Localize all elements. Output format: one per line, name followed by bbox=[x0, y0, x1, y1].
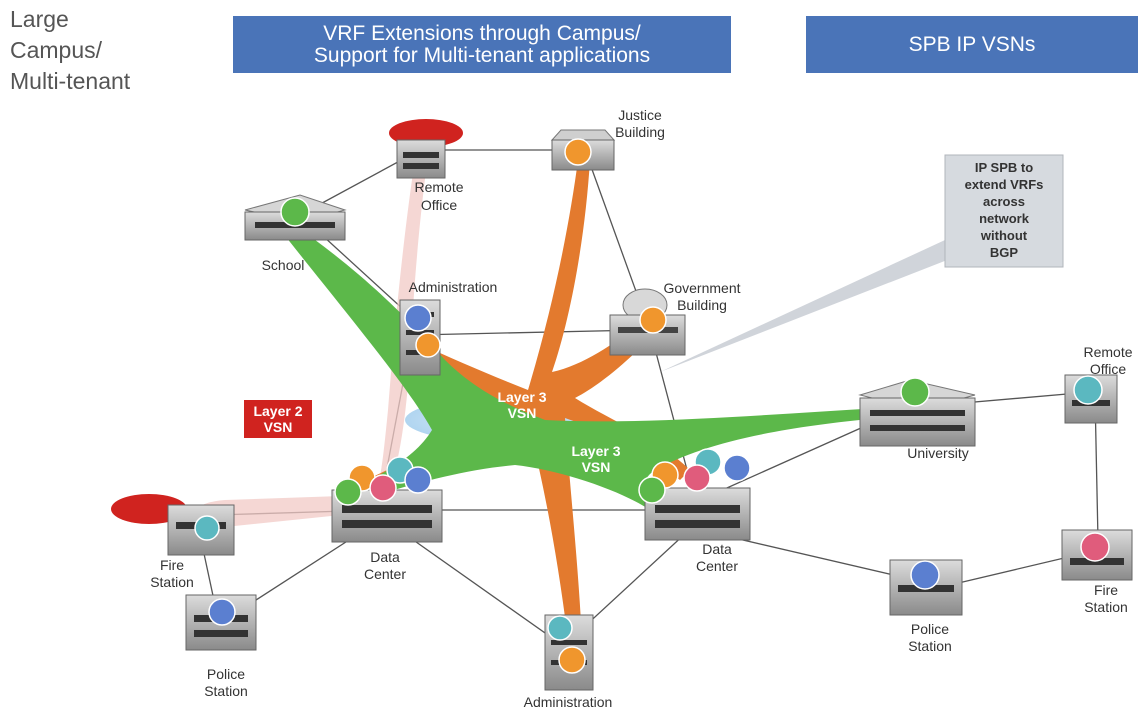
label-fire-left: Station bbox=[150, 574, 194, 590]
label-justice: Building bbox=[615, 124, 665, 140]
label-police-right: Station bbox=[908, 638, 952, 654]
routers bbox=[194, 138, 1110, 674]
banner-line: SPB IP VSNs bbox=[908, 32, 1036, 56]
router-icon bbox=[1073, 375, 1103, 405]
label-justice: Justice bbox=[618, 107, 662, 123]
label-data-center-right: Center bbox=[696, 558, 738, 574]
label-remote-office-right: Remote bbox=[1083, 344, 1132, 360]
label-remote-office-left: Office bbox=[421, 197, 458, 213]
label-university: University bbox=[907, 445, 968, 461]
label-data-center-left: Center bbox=[364, 566, 406, 582]
router-icon bbox=[910, 560, 940, 590]
side-title-line: Multi-tenant bbox=[10, 68, 131, 94]
label-police-right: Police bbox=[911, 621, 949, 637]
banner-line: VRF Extensions through Campus/ bbox=[323, 21, 641, 45]
layer3-vsn-green bbox=[282, 222, 880, 510]
layer3-label-b: Layer 3 bbox=[571, 443, 620, 459]
label-remote-office-left: Remote bbox=[414, 179, 463, 195]
router-icon bbox=[547, 615, 573, 641]
router-icon bbox=[404, 466, 432, 494]
label-police-left: Police bbox=[207, 666, 245, 682]
router-icon bbox=[900, 377, 930, 407]
router-icon bbox=[723, 454, 751, 482]
building-university bbox=[858, 379, 976, 447]
router-icon bbox=[564, 138, 592, 166]
side-title-line: Large bbox=[10, 6, 69, 32]
router-icon bbox=[558, 646, 586, 674]
vrf-extensions-banner: VRF Extensions through Campus/ Support f… bbox=[233, 16, 731, 73]
router-icon bbox=[415, 332, 441, 358]
label-fire-right: Fire bbox=[1094, 582, 1118, 598]
callout-line: IP SPB to bbox=[975, 160, 1033, 175]
router-icon bbox=[280, 197, 310, 227]
router-icon bbox=[334, 478, 362, 506]
layer3-label-a: VSN bbox=[508, 405, 537, 421]
spb-ip-vsns-banner: SPB IP VSNs bbox=[806, 16, 1138, 73]
label-school: School bbox=[262, 257, 305, 273]
label-data-center-right: Data bbox=[702, 541, 732, 557]
router-icon bbox=[638, 476, 666, 504]
router-icon bbox=[404, 304, 432, 332]
callout-line: network bbox=[979, 211, 1030, 226]
label-remote-office-right: Office bbox=[1090, 361, 1127, 377]
layer2-label: Layer 2 bbox=[253, 403, 302, 419]
layer3-vsn-orange bbox=[370, 160, 690, 640]
side-title: Large Campus/ Multi-tenant bbox=[10, 4, 130, 97]
router-icon bbox=[194, 515, 220, 541]
layer2-label: VSN bbox=[264, 419, 293, 435]
router-icon bbox=[208, 598, 236, 626]
router-icon bbox=[369, 474, 397, 502]
label-fire-right: Station bbox=[1084, 599, 1128, 615]
side-title-line: Campus/ bbox=[10, 37, 103, 63]
callout-line: without bbox=[980, 228, 1028, 243]
layer3-label-b: VSN bbox=[582, 459, 611, 475]
link bbox=[414, 329, 641, 336]
label-data-center-left: Data bbox=[370, 549, 400, 565]
link bbox=[699, 414, 891, 501]
router-icon bbox=[639, 306, 667, 334]
label-administration-bottom: Administration bbox=[524, 694, 613, 710]
callout-line: BGP bbox=[990, 245, 1019, 260]
callout-pointer bbox=[660, 240, 960, 372]
label-police-left: Station bbox=[204, 683, 248, 699]
callout-box: IP SPB to extend VRFs across network wit… bbox=[944, 154, 1064, 268]
layer2-vsn-tag: Layer 2 VSN bbox=[244, 400, 312, 438]
callout-line: extend VRFs bbox=[965, 177, 1044, 192]
label-government: Building bbox=[677, 297, 727, 313]
callout-line: across bbox=[983, 194, 1025, 209]
label-government: Government bbox=[663, 280, 740, 296]
router-icon bbox=[683, 464, 711, 492]
label-fire-left: Fire bbox=[160, 557, 184, 573]
building-remote-office-left bbox=[396, 139, 446, 179]
router-icon bbox=[1080, 532, 1110, 562]
layer3-label-a: Layer 3 bbox=[497, 389, 546, 405]
label-administration-top: Administration bbox=[409, 279, 498, 295]
banner-line: Support for Multi-tenant applications bbox=[313, 43, 651, 67]
